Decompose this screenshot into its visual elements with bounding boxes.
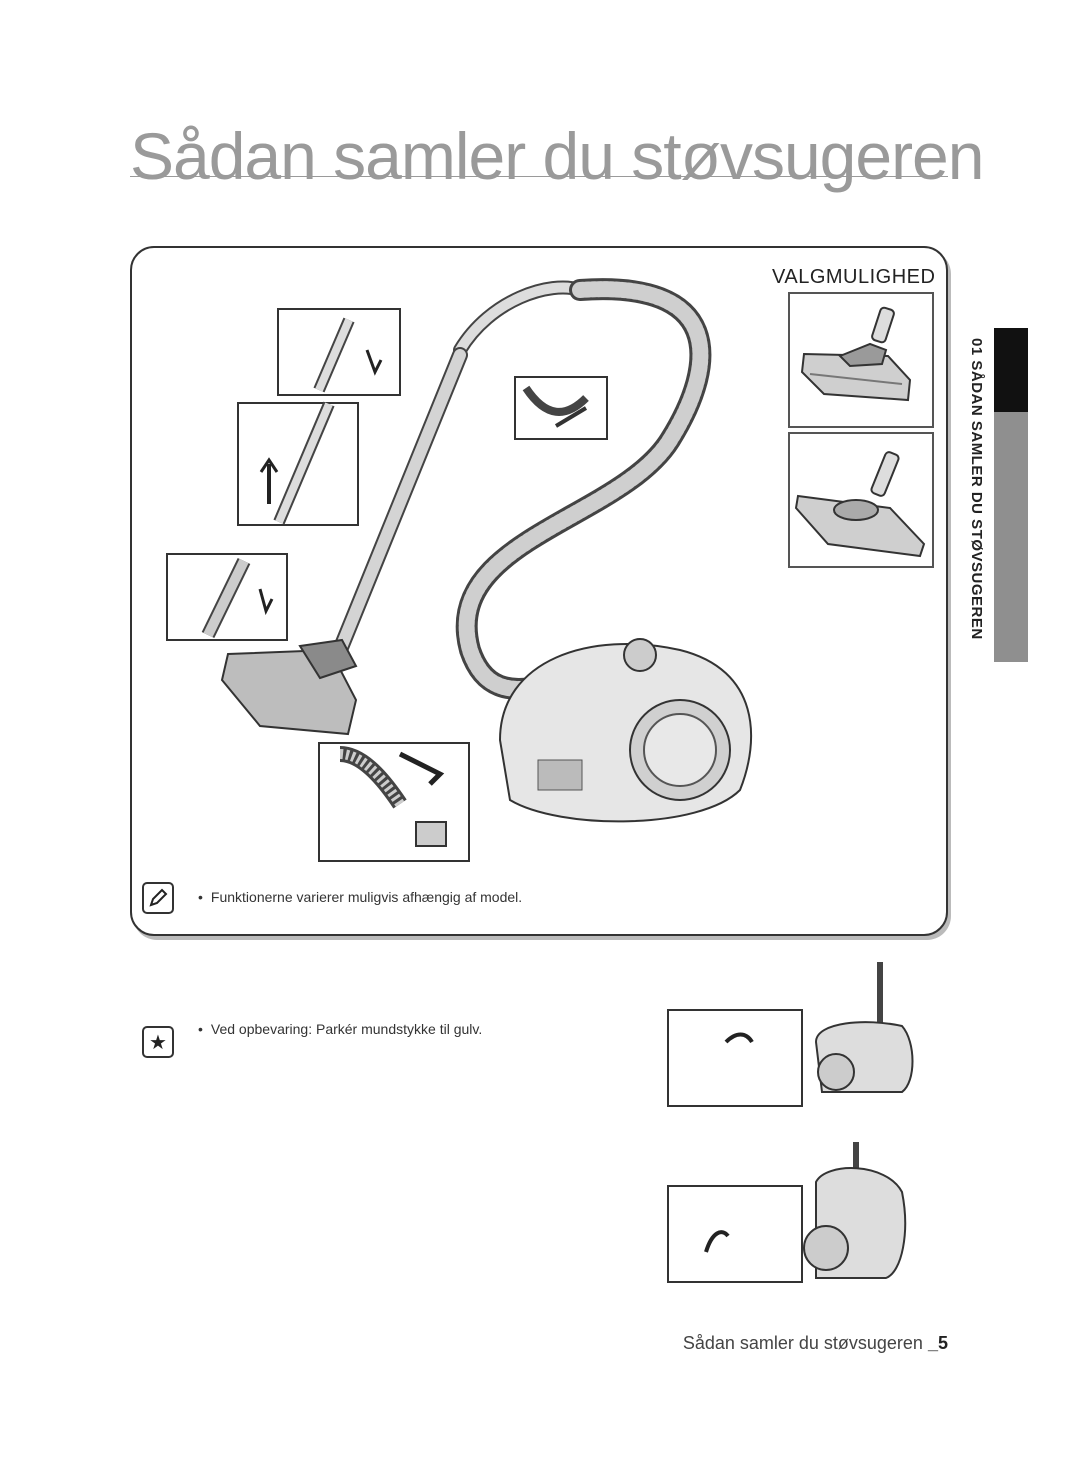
note-text: Funktionerne varierer muligvis afhængig … <box>198 889 522 905</box>
page-title: Sådan samler du støvsugeren <box>130 119 984 193</box>
detail-brush-connect <box>166 553 288 641</box>
storage-illustration-2 <box>666 1142 916 1284</box>
option-label: VALGMULIGHED <box>772 266 936 288</box>
note-pencil-icon <box>142 882 174 914</box>
storage-illustration-1 <box>666 962 938 1108</box>
detail-tube-connect <box>277 308 401 396</box>
option-turbo-brush-illustration <box>788 292 934 428</box>
footer-title: Sådan samler du støvsugeren <box>682 1333 923 1353</box>
chapter-tab-label: 01 SÅDAN SAMLER DU STØVSUGEREN <box>968 338 985 640</box>
title-rule <box>130 176 948 177</box>
option-floor-brush-illustration <box>788 432 934 568</box>
vacuum-assembly-illustration <box>160 270 780 870</box>
detail-tube-length <box>237 401 359 526</box>
detail-hose-insert <box>318 742 470 862</box>
page-number: _5 <box>927 1333 948 1353</box>
chapter-side-tab: 01 SÅDAN SAMLER DU STØVSUGEREN <box>964 328 1028 662</box>
storage-text: Ved opbevaring: Parkér mundstykke til gu… <box>198 1021 482 1037</box>
detail-accessory <box>514 376 608 440</box>
page-footer: Sådan samler du støvsugeren _5 <box>683 1333 948 1354</box>
star-icon: ★ <box>142 1026 174 1058</box>
